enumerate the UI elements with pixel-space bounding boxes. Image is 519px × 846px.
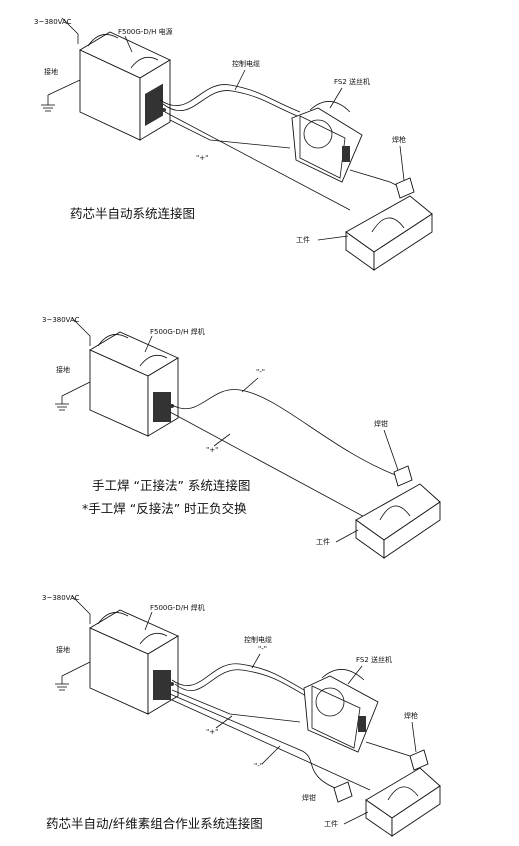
torch-label: 焊枪 — [392, 135, 406, 144]
ground-wire — [61, 381, 91, 397]
wire-feeder — [303, 669, 379, 753]
positive-cable — [169, 411, 371, 521]
feeder-label: FS2 送丝机 — [334, 77, 370, 86]
supply-label: 3~380VAC — [42, 316, 80, 324]
power-source-machine — [89, 609, 179, 715]
diagram-1-caption: 药芯半自动系统连接图 — [70, 206, 195, 221]
machine-label: F500G-D/H 电源 — [118, 27, 173, 36]
workpiece — [355, 483, 441, 559]
machine-label: F500G-D/H 焊机 — [150, 603, 205, 612]
diagram-3: 3~380VAC 接地 F500G-D/H 焊机 控制电缆 "-" "+" — [42, 594, 441, 837]
supply-line — [71, 595, 91, 624]
positive-cable — [171, 689, 301, 723]
torch-cable — [365, 741, 415, 761]
power-source-machine — [89, 331, 179, 437]
ground-label: 接地 — [56, 645, 70, 654]
electrode-holder — [333, 781, 353, 803]
supply-label: 3~380VAC — [34, 18, 72, 26]
wire-feeder — [291, 101, 363, 183]
power-source-machine — [79, 31, 171, 141]
holder-label: 焊钳 — [302, 793, 316, 802]
supply-line — [61, 17, 79, 44]
workpiece-label: 工件 — [324, 819, 338, 828]
ground-icon — [41, 95, 55, 112]
electrode-holder — [393, 465, 413, 487]
ground-label: 接地 — [56, 365, 70, 374]
positive-label: "+" — [206, 446, 218, 454]
negative-cable — [169, 693, 341, 791]
positive-label: "+" — [196, 154, 208, 162]
diagram-2: 3~380VAC 接地 F500G-D/H 焊机 "-" "+" — [42, 316, 441, 559]
ground-label: 接地 — [44, 67, 58, 76]
diagram-2-caption-2: *手工焊 “反接法” 时正负交换 — [82, 501, 247, 516]
negative-label: "-" — [256, 368, 265, 376]
negative-cable — [171, 389, 399, 477]
workpiece — [345, 195, 433, 271]
supply-line — [71, 317, 91, 346]
holder-label: 焊钳 — [374, 419, 388, 428]
torch — [395, 177, 415, 199]
diagram-2-caption-1: 手工焊 “正接法” 系统连接图 — [92, 478, 250, 493]
machine-label: F500G-D/H 焊机 — [150, 327, 205, 336]
torch-cable — [349, 169, 403, 189]
ground-icon — [55, 396, 69, 411]
control-cable — [171, 663, 305, 691]
work-cable — [164, 111, 351, 211]
torch — [409, 749, 429, 771]
ground-icon — [55, 676, 69, 691]
feeder-label: FS2 送丝机 — [356, 655, 392, 664]
torch-label: 焊枪 — [404, 711, 418, 720]
ground-wire — [47, 79, 81, 96]
diagram-1: 3~380VAC 接地 F500G-D/H 电源 控制电缆 "+" — [34, 17, 433, 271]
workpiece-label: 工件 — [316, 537, 330, 546]
control-cable-label: 控制电缆 — [244, 635, 272, 644]
control-cable-label: 控制电缆 — [232, 59, 260, 68]
supply-label: 3~380VAC — [42, 594, 80, 602]
positive-cable — [169, 119, 291, 149]
positive-label: "+" — [206, 728, 218, 736]
control-cable — [159, 84, 301, 113]
negative-label: "-" — [254, 762, 263, 770]
workpiece-label: 工件 — [296, 235, 310, 244]
diagram-3-caption: 药芯半自动/纤维素组合作业系统连接图 — [46, 816, 263, 831]
work-cable — [171, 699, 371, 791]
control-cable-sign: "-" — [258, 645, 267, 653]
workpiece — [365, 767, 441, 837]
ground-wire — [61, 661, 91, 677]
